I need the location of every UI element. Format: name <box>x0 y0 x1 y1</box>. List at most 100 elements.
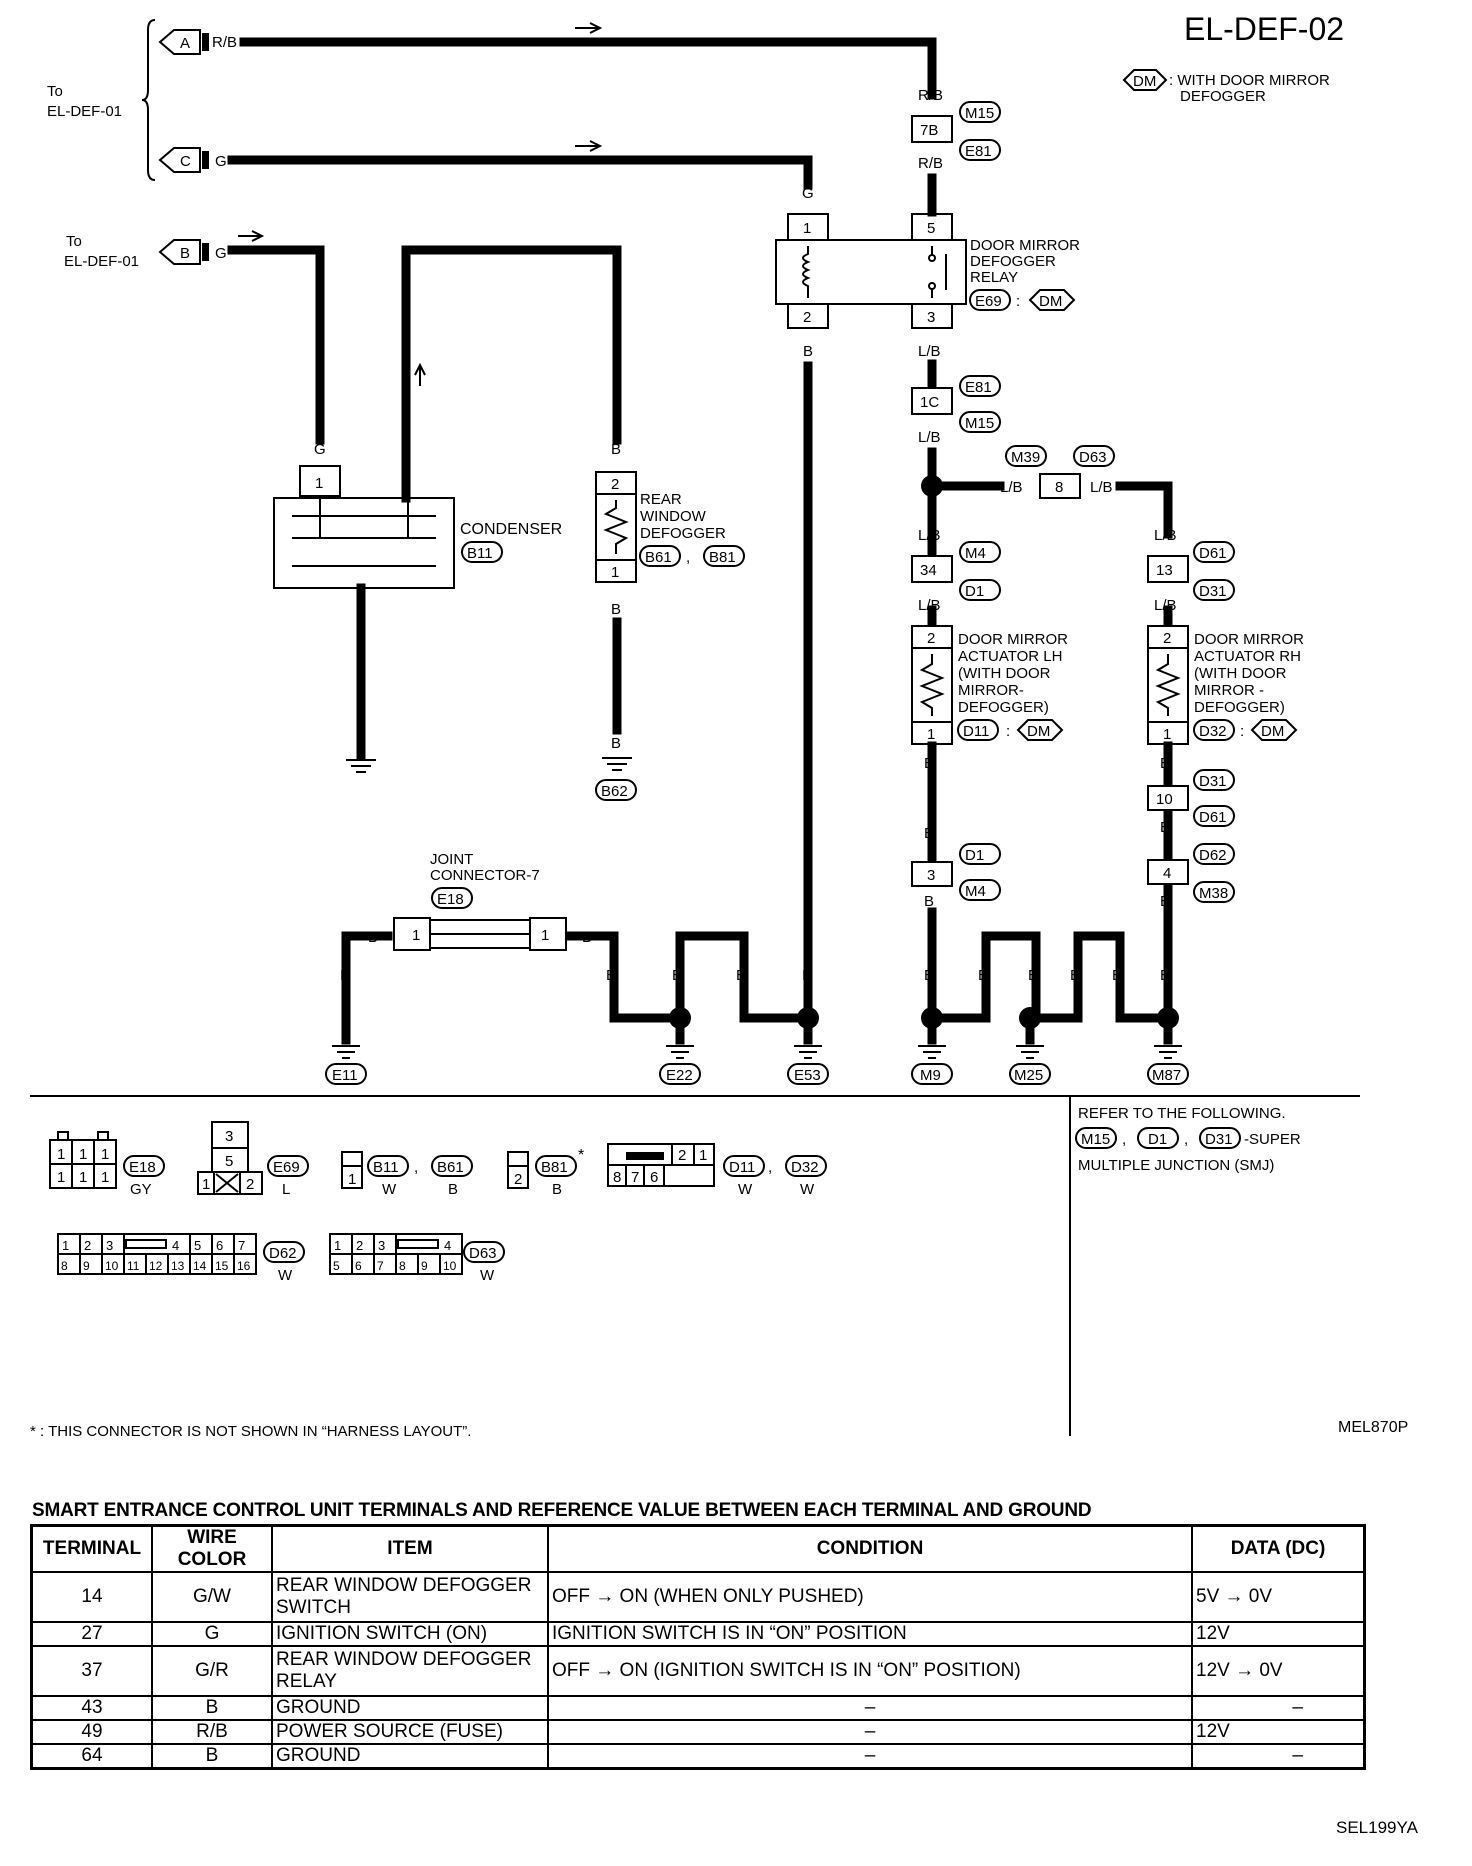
svg-text:E81: E81 <box>965 379 992 396</box>
svg-text:B: B <box>1160 893 1170 910</box>
pin-label: 1 <box>334 1238 341 1253</box>
svg-text:B: B <box>180 245 190 262</box>
svg-text:DM: DM <box>1027 723 1050 740</box>
svg-text:8: 8 <box>613 1169 621 1186</box>
svg-text:B: B <box>1028 967 1038 984</box>
svg-text:,: , <box>768 1159 772 1176</box>
svg-text::: : <box>1006 723 1010 740</box>
svg-text:B: B <box>606 967 616 984</box>
svg-text:G: G <box>314 441 326 458</box>
svg-text:DEFOGGER): DEFOGGER) <box>958 699 1049 716</box>
svg-text:1: 1 <box>79 1146 87 1163</box>
cell-wire: G/R <box>151 1645 273 1697</box>
dm-legend: DM : WITH DOOR MIRROR DEFOGGER <box>1122 69 1330 105</box>
svg-text:RELAY: RELAY <box>970 269 1018 286</box>
page-title: EL-DEF-02 <box>1184 11 1344 47</box>
svg-text:MIRROR -: MIRROR - <box>1194 682 1264 699</box>
svg-text:ACTUATOR LH: ACTUATOR LH <box>958 648 1062 665</box>
svg-text:M15: M15 <box>1081 1131 1110 1148</box>
svg-text:1: 1 <box>412 927 420 944</box>
svg-text:B: B <box>924 967 934 984</box>
svg-text:1: 1 <box>1163 726 1171 743</box>
connector-13: 13 D61 D31 <box>1147 541 1235 601</box>
cell-condition: OFF → ON (IGNITION SWITCH IS IN “ON” POS… <box>547 1645 1193 1697</box>
svg-text:B: B <box>611 735 621 752</box>
cell-wire: B <box>151 1695 273 1721</box>
svg-text:B: B <box>448 1181 458 1198</box>
svg-text:JOINT: JOINT <box>430 851 473 868</box>
svg-text:L/B: L/B <box>1154 527 1177 544</box>
svg-text:D32: D32 <box>1199 723 1227 740</box>
svg-text:B: B <box>672 967 682 984</box>
cell-data: 12V <box>1191 1621 1366 1647</box>
svg-text:B: B <box>611 601 621 618</box>
svg-text:EL-DEF-01: EL-DEF-01 <box>64 253 139 270</box>
svg-text:,: , <box>1122 1131 1126 1148</box>
cell-item: REAR WINDOW DEFOGGER RELAY <box>271 1645 549 1697</box>
cell-terminal: 14 <box>30 1571 153 1623</box>
svg-text:,: , <box>686 549 690 566</box>
svg-text:L/B: L/B <box>918 527 941 544</box>
marker-c: C <box>158 147 201 173</box>
cell-data: 12V → 0V <box>1191 1645 1366 1697</box>
svg-text:1: 1 <box>611 564 619 581</box>
cell-condition: – <box>547 1743 1193 1770</box>
svg-text:M25: M25 <box>1014 1067 1043 1084</box>
pin-label: 9 <box>83 1259 90 1273</box>
marker-b: B <box>158 239 201 265</box>
svg-text:6: 6 <box>650 1169 658 1186</box>
svg-text:G: G <box>802 185 814 202</box>
svg-text:B: B <box>978 967 988 984</box>
svg-text:W: W <box>382 1181 397 1198</box>
svg-text:3: 3 <box>927 867 935 884</box>
joint-connector-7: JOINT CONNECTOR-7 E18 1 1 <box>393 851 567 951</box>
svg-text:R/B: R/B <box>918 155 943 172</box>
svg-text:2: 2 <box>246 1176 254 1193</box>
svg-text:1: 1 <box>101 1146 109 1163</box>
door-mirror-defogger-relay: 1 5 2 3 DOOR MIRROR DEFOGGER RELAY E69 :… <box>775 213 1080 329</box>
svg-text:GY: GY <box>130 1181 152 1198</box>
cell-condition: – <box>547 1719 1193 1745</box>
svg-text:D31: D31 <box>1199 773 1227 790</box>
svg-text:E69: E69 <box>273 1159 300 1176</box>
pin-label: 5 <box>194 1238 201 1253</box>
svg-text:D61: D61 <box>1199 545 1227 562</box>
pin-label: 14 <box>193 1259 207 1273</box>
svg-text:B: B <box>803 343 813 360</box>
svg-text:B: B <box>611 441 621 458</box>
svg-text:DEFOGGER: DEFOGGER <box>640 525 726 542</box>
pin-label: 10 <box>443 1259 457 1273</box>
pin-label: 7 <box>238 1238 245 1253</box>
svg-text:REAR: REAR <box>640 491 682 508</box>
svg-text:CONNECTOR-7: CONNECTOR-7 <box>430 867 540 884</box>
cell-wire: G <box>151 1621 273 1647</box>
connector-view-b11-b61: 1 B11 , B61 W B <box>341 1151 473 1198</box>
pin-label: 5 <box>333 1259 340 1273</box>
svg-text:1: 1 <box>348 1171 356 1188</box>
svg-text:2: 2 <box>927 630 935 647</box>
svg-text:7: 7 <box>631 1169 639 1186</box>
svg-text:13: 13 <box>1156 562 1173 579</box>
svg-text:B81: B81 <box>541 1159 568 1176</box>
pin-label: 1 <box>62 1238 69 1253</box>
svg-text:1: 1 <box>315 475 323 492</box>
dm-legend-text-2: DEFOGGER <box>1180 88 1266 105</box>
column-header: ITEM <box>271 1524 549 1573</box>
wiring-diagram: EL-DEF-02 DM : WITH DOOR MIRROR DEFOGGER… <box>30 11 1408 1440</box>
svg-text:,: , <box>414 1159 418 1176</box>
svg-text:W: W <box>480 1267 495 1284</box>
pin-label: 2 <box>356 1238 363 1253</box>
figure-code: MEL870P <box>1338 1419 1408 1436</box>
svg-text::: : <box>1240 723 1244 740</box>
pin-label: 9 <box>421 1259 428 1273</box>
svg-text:10: 10 <box>1156 791 1173 808</box>
cell-data: 12V <box>1191 1719 1366 1745</box>
door-mirror-actuator-lh: 2 1 DOOR MIRROR ACTUATOR LH (WITH DOOR M… <box>911 625 1068 745</box>
svg-text:DOOR MIRROR: DOOR MIRROR <box>970 237 1080 254</box>
svg-text:B11: B11 <box>373 1159 399 1176</box>
